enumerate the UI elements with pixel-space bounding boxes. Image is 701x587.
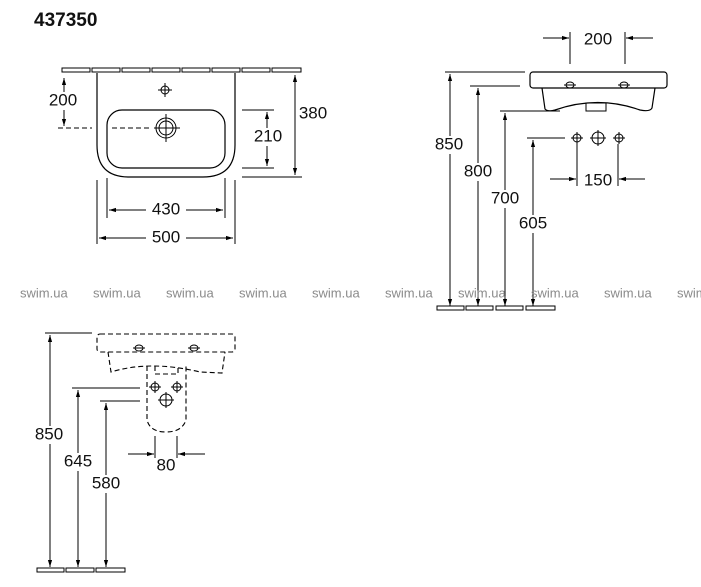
dim-height-850: 850 xyxy=(35,424,63,443)
tap-hole-icon xyxy=(133,344,145,352)
dim-pedestal-width: 80 xyxy=(157,455,176,474)
dim-bowl-width: 430 xyxy=(152,199,180,218)
dim-total-depth: 380 xyxy=(299,103,327,122)
waste-hole-icon xyxy=(590,130,606,146)
supply-hole-icon xyxy=(571,132,583,144)
floor-line xyxy=(36,567,126,573)
watermark: swim.ua xyxy=(20,285,68,300)
waste-hole-icon xyxy=(158,392,174,408)
dim-height-850: 850 xyxy=(435,134,463,153)
watermark: swim.ua xyxy=(458,285,506,300)
watermark: swim.ua xyxy=(531,285,579,300)
bowl-outline xyxy=(106,109,226,169)
floor-line xyxy=(436,305,556,311)
watermark: swim.ua xyxy=(239,285,287,300)
dim-tap-spacing: 200 xyxy=(584,29,612,48)
supply-hole-icon xyxy=(171,381,183,393)
watermark: swim.ua xyxy=(604,285,652,300)
watermark: swim.ua xyxy=(312,285,360,300)
tap-hole-icon xyxy=(618,81,630,89)
dim-bowl-depth: 210 xyxy=(254,126,282,145)
dim-height-800: 800 xyxy=(464,161,492,180)
top-view: 200 210 380 430 500 xyxy=(44,67,327,247)
watermark: swim.ua xyxy=(385,285,433,300)
basin-side-outline xyxy=(529,71,668,89)
dim-height-580: 580 xyxy=(92,473,120,492)
dim-total-width: 500 xyxy=(152,227,180,246)
basin-outline xyxy=(96,73,236,178)
supply-hole-icon xyxy=(149,381,161,393)
dim-height-700: 700 xyxy=(491,188,519,207)
tap-hole-icon xyxy=(158,83,172,97)
watermark: swim.ua xyxy=(677,285,701,300)
dim-height-605: 605 xyxy=(519,213,547,232)
watermark-row: swim.ua swim.ua swim.ua swim.ua swim.ua … xyxy=(20,285,701,300)
watermark: swim.ua xyxy=(93,285,141,300)
side-view: 200 850 800 700 605 150 xyxy=(430,29,668,311)
product-code: 437350 xyxy=(34,10,97,31)
wall-line xyxy=(61,67,302,73)
dim-height-645: 645 xyxy=(64,451,92,470)
tap-hole-icon xyxy=(188,344,200,352)
pedestal-view: 850 645 580 80 xyxy=(30,332,236,573)
dim-hole-to-wall: 200 xyxy=(49,90,77,109)
dim-supply-spacing: 150 xyxy=(584,170,612,189)
watermark: swim.ua xyxy=(166,285,214,300)
supply-hole-icon xyxy=(613,132,625,144)
drain-icon xyxy=(154,114,180,142)
tap-hole-icon xyxy=(564,81,576,89)
